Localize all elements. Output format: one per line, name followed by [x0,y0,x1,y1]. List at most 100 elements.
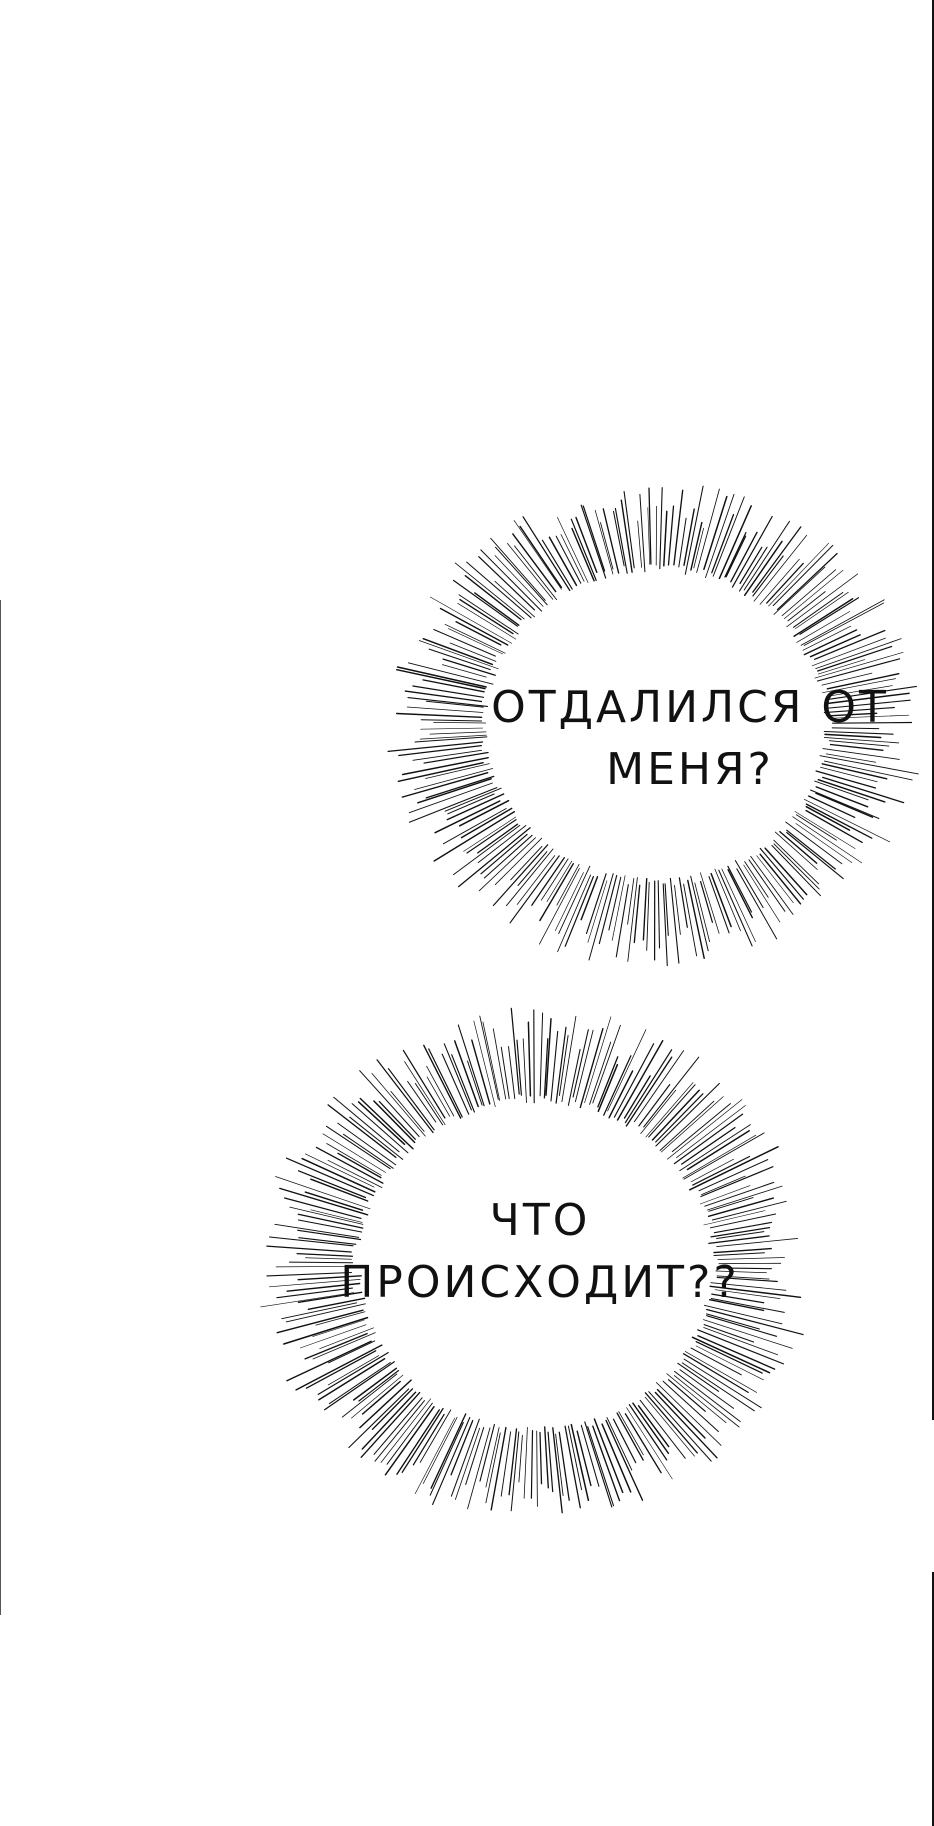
burst-stroke [807,795,856,819]
burst-stroke [478,837,536,892]
burst-stroke [823,736,900,744]
burst-stroke [480,833,528,875]
burst-stroke [260,1292,355,1308]
burst-stroke [439,607,509,646]
burst-stroke [412,1413,445,1466]
burst-stroke [407,662,494,685]
burst-stroke [527,1021,532,1097]
burst-stroke [494,555,544,607]
burst-stroke [647,507,651,565]
burst-stroke [412,685,485,698]
burst-stroke [408,782,493,814]
burst-stroke [625,1056,673,1127]
burst-stroke [299,1324,367,1349]
burst-stroke [337,1152,382,1179]
burst-stroke [448,628,504,655]
burst-stroke [822,678,896,694]
burst-stroke [821,672,873,686]
burst-stroke [633,884,641,944]
burst-stroke [708,1197,754,1212]
burst-stroke [418,640,499,670]
burst-stroke [349,1116,404,1160]
burst-stroke [536,1430,538,1507]
burst-stroke [829,743,884,751]
burst-stroke [700,872,720,934]
burst-stroke [465,1426,485,1486]
burst-stroke [624,1049,673,1124]
burst-stroke [519,525,563,589]
burst-stroke [639,493,646,573]
burst-stroke [474,592,520,626]
burst-stroke [426,700,484,708]
burst-stroke [397,761,484,783]
burst-stroke [414,768,494,790]
burst-stroke [815,638,902,670]
burst-stroke [803,629,858,656]
burst-stroke [681,1126,736,1165]
burst-stroke [548,536,578,587]
burst-stroke [703,1324,755,1343]
burst-stroke [359,1379,412,1429]
burst-stroke [817,659,866,675]
burst-stroke [359,1097,414,1150]
burst-stroke [580,504,607,579]
burst-stroke [662,1380,719,1433]
burst-stroke [297,1291,363,1303]
burst-stroke [771,845,821,897]
burst-stroke [494,546,548,606]
burst-stroke [678,517,687,568]
burst-stroke [492,1028,507,1100]
burst-stroke [606,1417,633,1471]
burst-stroke [333,1096,400,1153]
burst-stroke [351,1374,404,1419]
burst-stroke [426,1065,455,1117]
burst-stroke [660,1096,724,1153]
burst-stroke [713,1252,765,1257]
burst-stroke [373,1100,416,1144]
burst-stroke [359,1070,420,1137]
thought-text-2: ЧТО ПРОИСХОДИТ?? [330,1190,750,1314]
burst-stroke [715,1270,767,1274]
burst-stroke [544,1426,549,1489]
burst-stroke [657,880,661,949]
burst-stroke [724,531,747,578]
burst-stroke [696,488,720,573]
burst-stroke [607,1029,647,1112]
burst-stroke [692,1155,751,1186]
burst-stroke [283,1316,369,1345]
burst-stroke [706,1315,778,1337]
burst-stroke [285,1157,375,1197]
burst-stroke [714,1289,781,1299]
burst-stroke [759,558,800,605]
burst-stroke [603,1055,632,1116]
burst-stroke [296,1252,354,1257]
burst-stroke [716,1231,765,1240]
burst-stroke [357,1101,406,1146]
thought-text-2-line-1: ЧТО [489,1195,591,1246]
burst-stroke [613,1043,655,1118]
burst-stroke [822,748,900,760]
burst-stroke [510,1431,520,1512]
burst-stroke [827,685,917,700]
burst-stroke [422,637,494,666]
burst-stroke [322,1133,386,1173]
burst-stroke [673,1375,740,1428]
burst-stroke [706,1185,783,1211]
burst-stroke [694,882,711,943]
burst-stroke [828,714,910,719]
burst-stroke [627,878,635,925]
burst-stroke [684,485,704,575]
burst-stroke [764,847,808,896]
burst-stroke [522,1038,527,1104]
burst-stroke [688,1146,779,1191]
burst-stroke [286,1282,361,1292]
burst-stroke [423,1044,462,1119]
burst-stroke [709,1213,777,1229]
burst-stroke [492,844,549,907]
burst-stroke [708,1235,770,1245]
burst-stroke [592,1425,621,1502]
burst-stroke [305,1350,377,1389]
burst-stroke [312,1332,376,1360]
burst-stroke [725,535,747,578]
